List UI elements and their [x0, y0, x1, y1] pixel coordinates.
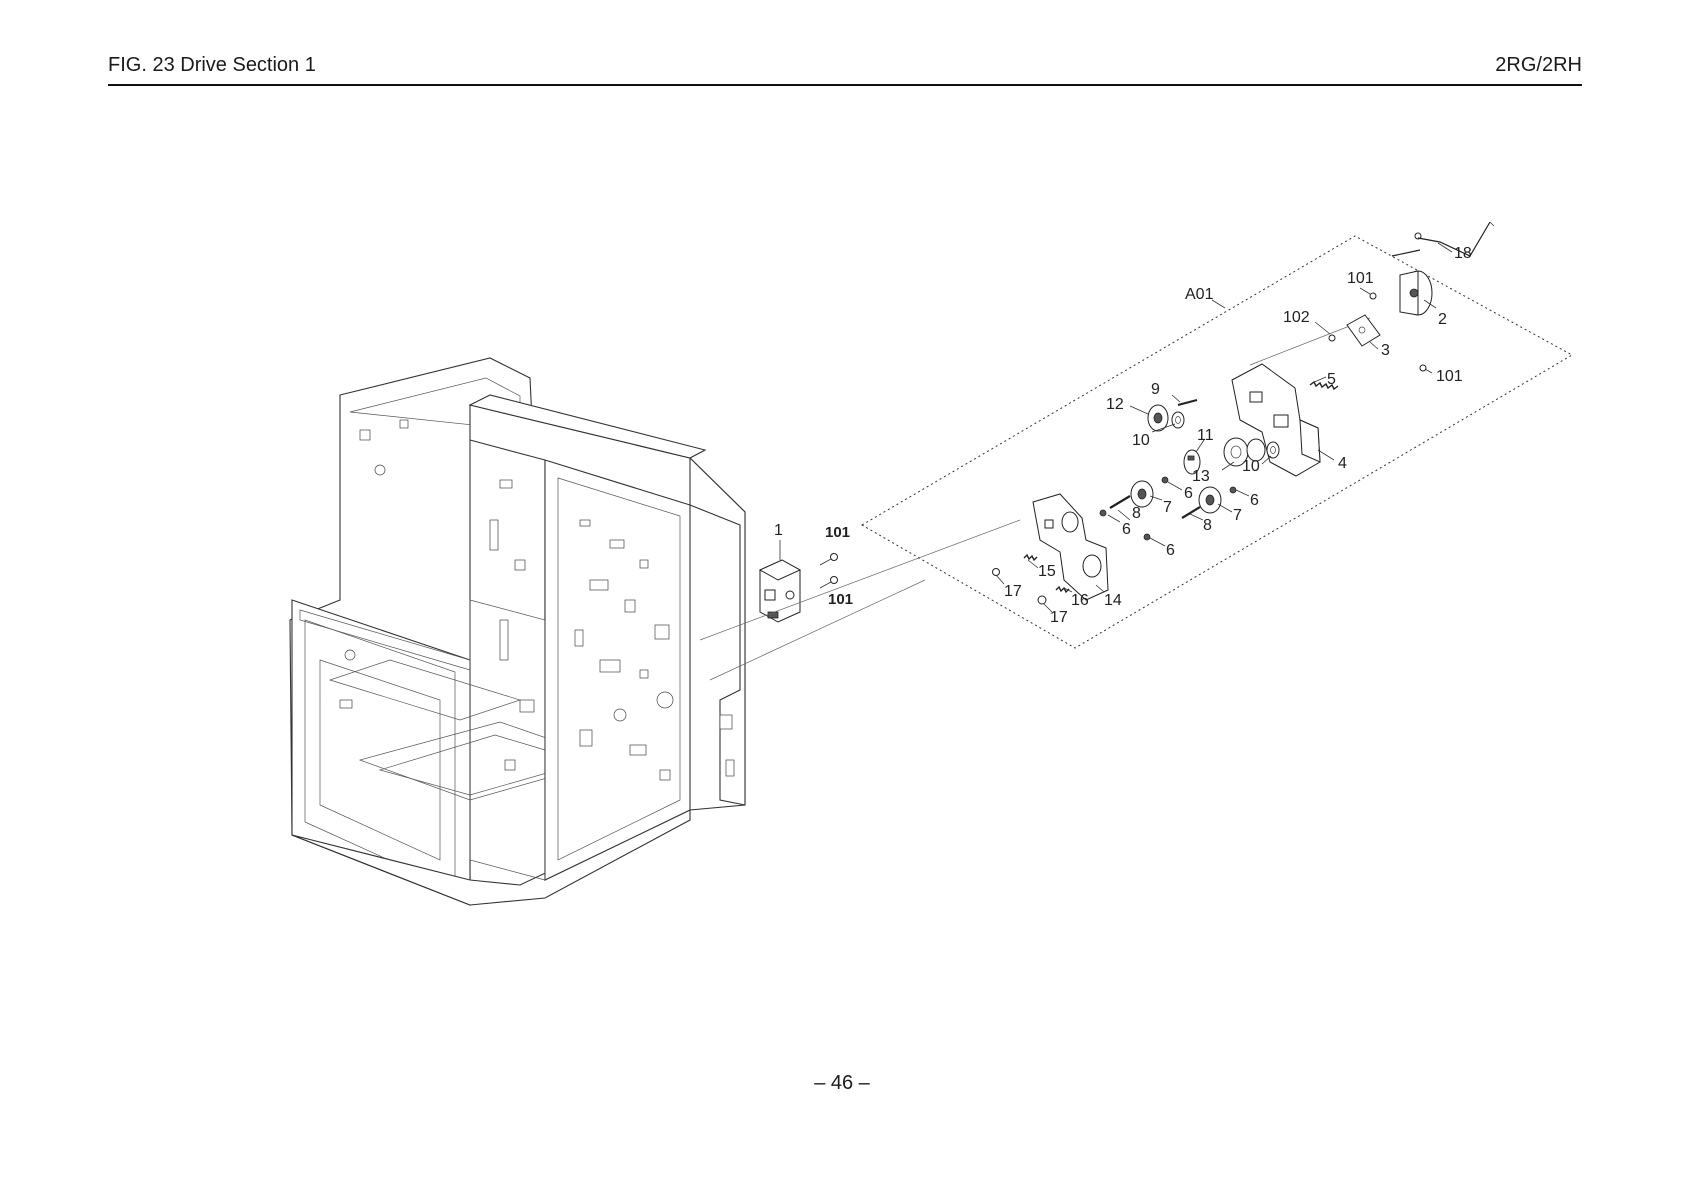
part-6-bushing-a	[1161, 476, 1169, 484]
part-9-shaft	[1177, 399, 1198, 406]
machine-frame	[289, 357, 746, 906]
part-12-gear	[1147, 404, 1169, 432]
callout-9: 9	[1151, 381, 1160, 398]
screw-101-b	[819, 576, 838, 589]
figure-title: FIG. 23 Drive Section 1	[108, 54, 316, 76]
part-1-motor-unit	[758, 559, 802, 623]
part-4-gear-housing	[1231, 363, 1321, 477]
part-8-shaft-a	[1109, 495, 1131, 509]
callout-102: 102	[1283, 309, 1310, 326]
callout-1: 1	[774, 522, 783, 539]
callout-a01: A01	[1185, 286, 1214, 303]
part-16-spring	[1055, 585, 1070, 594]
part-11-coupling	[1183, 449, 1201, 475]
callout-11: 11	[1197, 427, 1214, 444]
part-2-motor	[1399, 270, 1433, 316]
callout-10-b: 10	[1242, 458, 1260, 475]
part-10-bearing-b	[1266, 441, 1280, 459]
callout-10-a: 10	[1132, 432, 1150, 449]
callout-101-b: 101	[828, 591, 853, 608]
assembly-a01-outline	[861, 235, 1574, 649]
part-6-bushing-d	[1143, 533, 1151, 541]
callout-17-a: 17	[1004, 583, 1022, 600]
page-number: – 46 –	[814, 1072, 870, 1094]
callout-3: 3	[1381, 342, 1390, 359]
callout-14: 14	[1104, 592, 1122, 609]
model-code: 2RG/2RH	[1495, 54, 1582, 76]
callout-6-b: 6	[1250, 492, 1259, 509]
part-7-gear-b	[1198, 486, 1222, 514]
callout-101-d: 101	[1436, 368, 1463, 385]
alignment-axis-upper	[699, 519, 1021, 641]
callout-8-a: 8	[1132, 505, 1141, 522]
callout-7-a: 7	[1163, 499, 1172, 516]
callout-101-c: 101	[1347, 270, 1374, 287]
callout-13: 13	[1192, 468, 1210, 485]
screw-101-a	[819, 553, 838, 566]
callout-101-a: 101	[825, 524, 850, 541]
part-14-front-housing	[1032, 493, 1109, 601]
callout-4: 4	[1338, 455, 1347, 472]
callout-5: 5	[1327, 371, 1336, 388]
part-15-spring	[1023, 553, 1038, 562]
leader-lines	[779, 221, 1495, 613]
callout-16: 16	[1071, 592, 1089, 609]
callout-7-b: 7	[1233, 507, 1242, 524]
callout-6-d: 6	[1166, 542, 1175, 559]
part-5-spring	[1309, 380, 1339, 391]
callout-15: 15	[1038, 563, 1056, 580]
callout-17-b: 17	[1050, 609, 1068, 626]
part-3-plate	[1346, 314, 1381, 347]
callout-6-a: 6	[1184, 485, 1193, 502]
part-10-bearing-a	[1171, 411, 1185, 429]
callout-2: 2	[1438, 311, 1447, 328]
callout-18: 18	[1454, 245, 1472, 262]
header-rule	[108, 84, 1582, 86]
part-17-nut-a	[992, 568, 1000, 576]
screw-101-c	[1369, 292, 1377, 300]
part-17-nut-b	[1037, 595, 1047, 605]
callout-12: 12	[1106, 396, 1124, 413]
part-6-bushing-b	[1229, 486, 1237, 494]
screw-101-d	[1419, 364, 1427, 372]
part-6-bushing-c	[1099, 509, 1107, 517]
part-8-shaft-b	[1181, 506, 1201, 519]
part-7-gear-a	[1130, 480, 1154, 508]
screw-102	[1328, 334, 1336, 342]
callout-6-c: 6	[1122, 521, 1131, 538]
part-13-gear	[1223, 437, 1266, 467]
alignment-axis-lower	[709, 579, 926, 681]
callout-8-b: 8	[1203, 517, 1212, 534]
part-18-harness	[1391, 221, 1491, 257]
